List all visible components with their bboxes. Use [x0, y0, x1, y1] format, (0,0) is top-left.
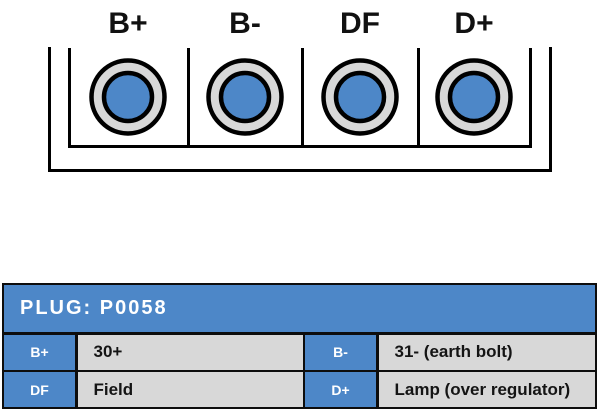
description-cell-df: Field [77, 372, 303, 407]
pin-terminal-core [218, 70, 272, 124]
pin-terminal-core [101, 70, 155, 124]
pin-terminal-core [333, 70, 387, 124]
pin-terminal-dplus [435, 58, 513, 136]
description-cell-bplus: 30+ [77, 334, 303, 370]
pin-terminal-df [321, 58, 399, 136]
pin-terminal-core [447, 70, 501, 124]
connector-outer-shell [48, 47, 552, 172]
pin-terminal-bplus [89, 58, 167, 136]
pin-label-bplus: B+ [108, 7, 147, 40]
pin-label-df: DF [340, 7, 380, 40]
description-cell-dplus: Lamp (over regulator) [378, 372, 595, 407]
terminal-cell-bminus: B- [305, 334, 376, 370]
pin-terminal-bminus [206, 58, 284, 136]
terminal-cell-df: DF [4, 372, 75, 407]
terminal-cell-dplus: D+ [305, 372, 376, 407]
plug-table-title: PLUG: P0058 [4, 285, 595, 332]
plug-pinout-diagram: B+ B- DF D+ [48, 7, 552, 172]
pin-label-dplus: D+ [454, 7, 493, 40]
terminal-cell-bplus: B+ [4, 334, 75, 370]
pin-label-bminus: B- [229, 7, 261, 40]
connector-inner-shell [68, 48, 532, 148]
plug-table: PLUG: P0058 B+ 30+ B- 31- (earth bolt) D… [2, 283, 597, 409]
description-cell-bminus: 31- (earth bolt) [378, 334, 595, 370]
